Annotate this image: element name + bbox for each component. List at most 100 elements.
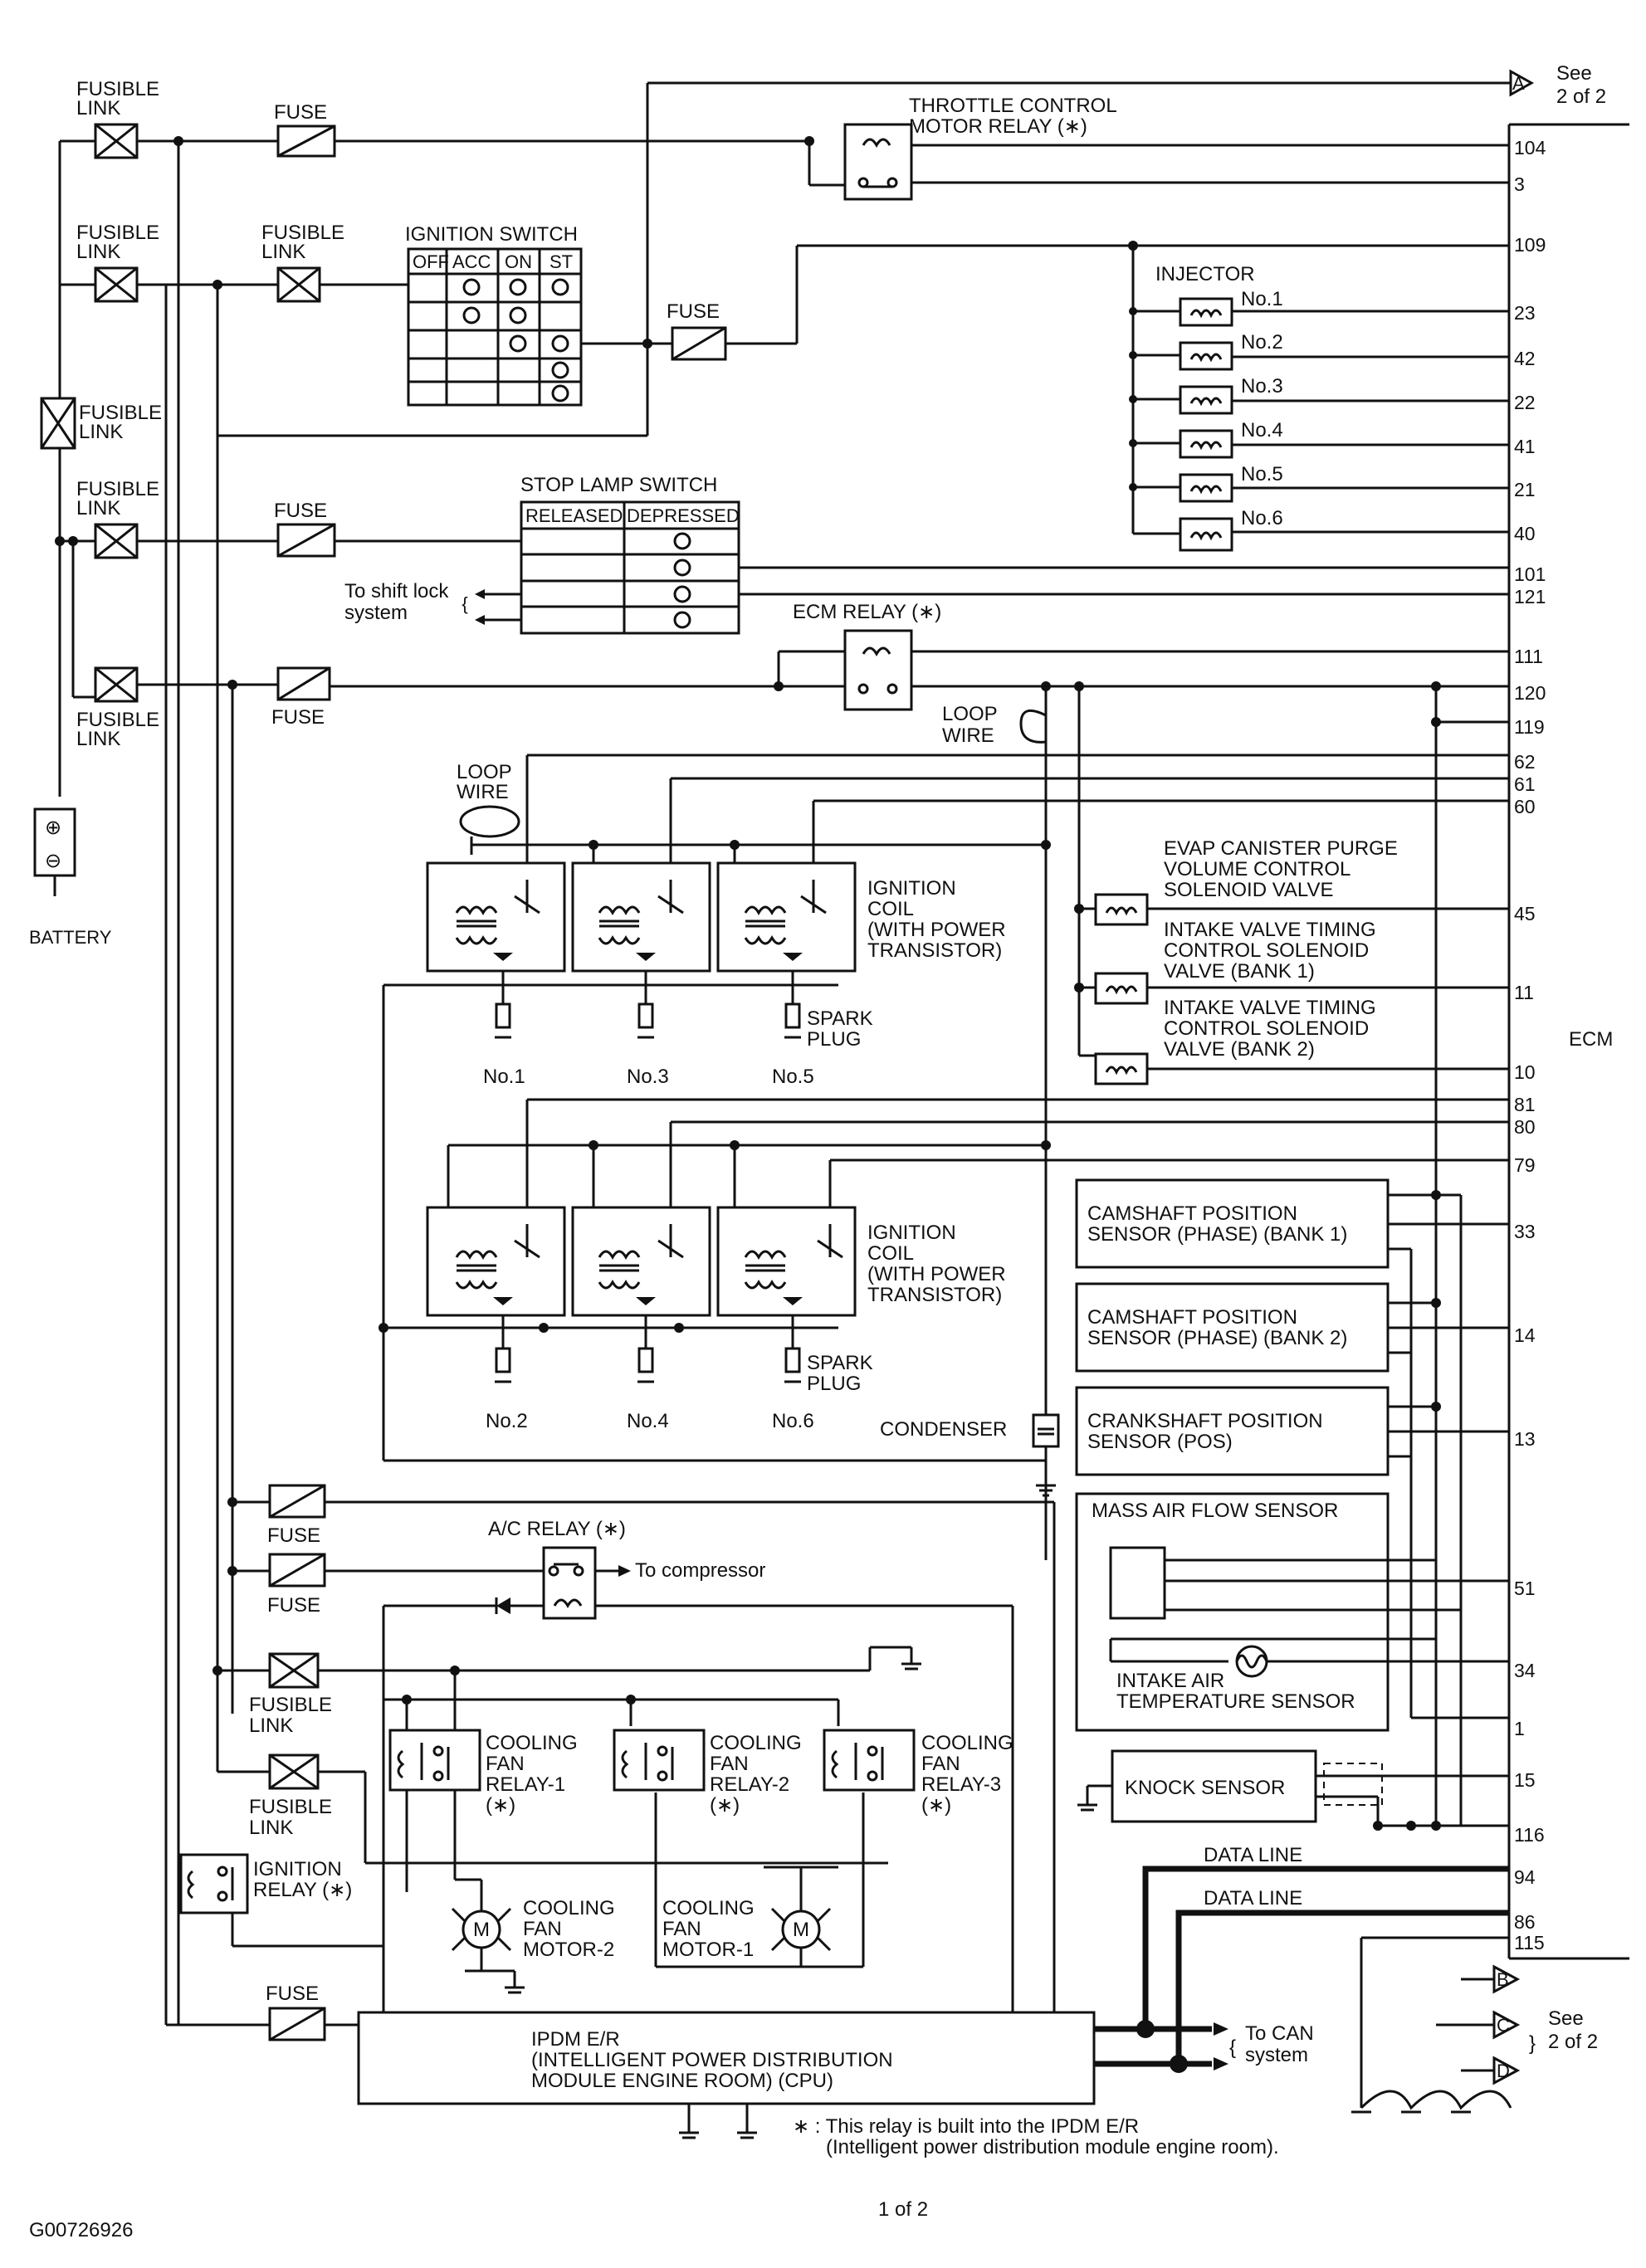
injector-label: INJECTOR <box>1155 263 1255 285</box>
cooling-fan-relay-3: COOLING FAN RELAY-3 (∗) <box>823 1729 1013 1817</box>
svg-text:IGNITION: IGNITION <box>253 1858 342 1880</box>
svg-text:RELAY (∗): RELAY (∗) <box>253 1879 352 1901</box>
svg-text:SPARK: SPARK <box>807 1007 873 1030</box>
svg-text:LINK: LINK <box>76 97 120 119</box>
injector-3: No.3 <box>1129 375 1509 415</box>
spark-plug-4 <box>637 1315 654 1383</box>
ivt-valve-bank1: INTAKE VALVE TIMING CONTROL SOLENOID VAL… <box>1079 919 1509 1005</box>
cooling-fan-motor-1: M COOLING FAN MOTOR-1 <box>654 1792 865 1968</box>
ignition-coils-top: LOOP WIRE IGNITION COIL (WITH POWER TRAN… <box>382 754 1509 1461</box>
pin-51: 51 <box>1514 1578 1536 1599</box>
cooling-fan-relay-1: COOLING FAN RELAY-1 (∗) <box>388 1729 578 1817</box>
svg-text:RELAY-3: RELAY-3 <box>921 1773 1001 1796</box>
svg-text:MODULE ENGINE ROOM) (CPU): MODULE ENGINE ROOM) (CPU) <box>531 2070 833 2092</box>
svg-text:RELEASED: RELEASED <box>525 505 623 526</box>
svg-text:FAN: FAN <box>710 1753 749 1775</box>
svg-text:2 of 2: 2 of 2 <box>1548 2031 1598 2053</box>
pin-80: 80 <box>1514 1116 1536 1138</box>
svg-text:D: D <box>1497 2061 1510 2081</box>
svg-text:M: M <box>793 1919 809 1941</box>
svg-text:No.1: No.1 <box>483 1066 525 1088</box>
svg-text:(∗): (∗) <box>921 1794 951 1817</box>
svg-text:RELAY-2: RELAY-2 <box>710 1773 789 1796</box>
svg-text:SENSOR (PHASE) (BANK 1): SENSOR (PHASE) (BANK 1) <box>1087 1223 1347 1246</box>
cooling-fan-relay-2: COOLING FAN RELAY-2 (∗) <box>613 1729 802 1817</box>
pin-104: 104 <box>1514 137 1546 159</box>
footnote-2: (Intelligent power distribution module e… <box>826 2136 1279 2158</box>
throttle-relay <box>843 123 913 201</box>
svg-text:No.3: No.3 <box>627 1066 669 1088</box>
row-throttle: FUSIBLE LINK FUSE THROTTLE CONTROL MOTOR… <box>76 78 1509 2025</box>
pin-40: 40 <box>1514 523 1536 544</box>
svg-text:To shift lock: To shift lock <box>344 580 449 602</box>
row-ignition-switch: FUSIBLE LINK FUSIBLE LINK IGNITION SWITC… <box>60 83 1509 1772</box>
pin-121: 121 <box>1514 586 1546 607</box>
svg-text:LOOP: LOOP <box>457 761 512 783</box>
svg-text:TRANSISTOR): TRANSISTOR) <box>867 1284 1002 1306</box>
pin-94: 94 <box>1514 1866 1536 1888</box>
svg-text:M: M <box>473 1919 490 1941</box>
page-number: 1 of 2 <box>878 2198 928 2221</box>
ignition-coil-5 <box>716 861 857 973</box>
svg-text:{: { <box>1229 2036 1236 2059</box>
pin-11: 11 <box>1514 982 1534 1003</box>
spark-plug-6 <box>784 1315 801 1383</box>
pin-14: 14 <box>1514 1324 1536 1346</box>
pin-15: 15 <box>1514 1769 1536 1791</box>
svg-text:To compressor: To compressor <box>635 1559 765 1582</box>
svg-text:FUSE: FUSE <box>271 706 325 729</box>
ac-relay-label: A/C RELAY (∗) <box>488 1518 626 1540</box>
evap-valve: EVAP CANISTER PURGE VOLUME CONTROL SOLEN… <box>1079 837 1509 926</box>
injector-group: INJECTOR No.1 No.2 No.3 No.4 No.5 No.6 <box>1128 241 1509 552</box>
svg-text:FUSE: FUSE <box>274 101 327 124</box>
svg-text:FUSIBLE: FUSIBLE <box>76 478 159 500</box>
pin-labels: 104 3 109 23 42 22 41 21 40 101 121 111 … <box>1514 137 1546 1953</box>
svg-text:No.6: No.6 <box>1241 507 1283 529</box>
svg-text:ON: ON <box>505 251 532 272</box>
pin-120: 120 <box>1514 682 1546 704</box>
svg-text:No.6: No.6 <box>772 1410 814 1432</box>
svg-text:INTAKE AIR: INTAKE AIR <box>1116 1670 1224 1692</box>
svg-text:WIRE: WIRE <box>457 781 509 803</box>
stop-lamp-label: STOP LAMP SWITCH <box>520 474 717 496</box>
knock-sensor: KNOCK SENSOR <box>1077 1749 1509 1831</box>
svg-text:{: { <box>462 593 467 614</box>
svg-text:system: system <box>1245 2044 1308 2066</box>
condenser: CONDENSER <box>880 1413 1060 1497</box>
ignition-coil-3 <box>571 861 711 973</box>
pin-41: 41 <box>1514 436 1536 457</box>
svg-text:See: See <box>1548 2007 1584 2030</box>
svg-text:TEMPERATURE SENSOR: TEMPERATURE SENSOR <box>1116 1690 1355 1713</box>
condenser-label: CONDENSER <box>880 1418 1007 1441</box>
svg-text:CONTROL SOLENOID: CONTROL SOLENOID <box>1164 939 1369 962</box>
ipdm-module: IPDM E/R (INTELLIGENT POWER DISTRIBUTION… <box>357 2011 1096 2139</box>
pin-42: 42 <box>1514 348 1536 369</box>
svg-text:(WITH POWER: (WITH POWER <box>867 1263 1006 1285</box>
svg-text:SENSOR (POS): SENSOR (POS) <box>1087 1431 1233 1453</box>
svg-text:DATA LINE: DATA LINE <box>1204 1887 1302 1910</box>
figure-code: G00726926 <box>29 2219 133 2241</box>
svg-text:FUSE: FUSE <box>667 300 720 323</box>
stop-lamp-grid: RELEASED DEPRESSED <box>520 500 740 635</box>
pin-22: 22 <box>1514 392 1536 413</box>
pin-21: 21 <box>1514 479 1536 500</box>
ecm-label: ECM <box>1569 1028 1613 1051</box>
svg-text:CAMSHAFT POSITION: CAMSHAFT POSITION <box>1087 1202 1297 1225</box>
svg-text:LINK: LINK <box>76 241 120 263</box>
svg-text:EVAP CANISTER PURGE: EVAP CANISTER PURGE <box>1164 837 1398 860</box>
svg-text:FAN: FAN <box>662 1918 701 1940</box>
svg-text:COOLING: COOLING <box>662 1897 755 1919</box>
svg-text:FUSE: FUSE <box>267 1594 320 1617</box>
svg-text:(INTELLIGENT POWER DISTRIBUTIO: (INTELLIGENT POWER DISTRIBUTION <box>531 2049 893 2071</box>
injector-4: No.4 <box>1129 419 1509 459</box>
camshaft-sensor-bank2: CAMSHAFT POSITION SENSOR (PHASE) (BANK 2… <box>1075 1282 1509 1373</box>
pin-33: 33 <box>1514 1221 1536 1242</box>
svg-text:THROTTLE CONTROL: THROTTLE CONTROL <box>909 95 1117 117</box>
spark-plug-2 <box>495 1315 511 1383</box>
svg-text:No.5: No.5 <box>772 1066 814 1088</box>
svg-text:MOTOR RELAY (∗): MOTOR RELAY (∗) <box>909 115 1087 138</box>
pin-81: 81 <box>1514 1094 1536 1115</box>
pin-116: 116 <box>1514 1824 1545 1846</box>
svg-text:(WITH POWER: (WITH POWER <box>867 919 1006 941</box>
